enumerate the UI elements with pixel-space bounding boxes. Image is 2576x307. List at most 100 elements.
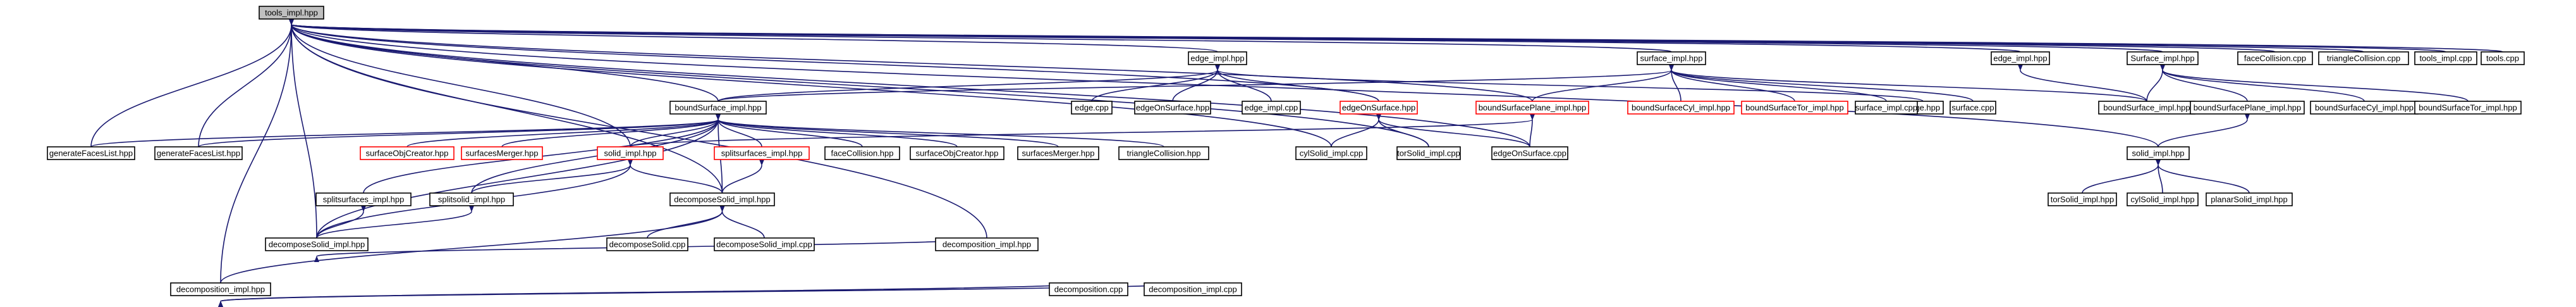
edge-n38-to-n44 — [316, 205, 367, 239]
graph-node[interactable]: edge.cpp — [1071, 101, 1113, 115]
edge-n0-to-n34 — [288, 18, 1332, 147]
graph-node[interactable]: edge_impl.hpp — [1991, 51, 2050, 65]
edge-n40-to-n48 — [220, 205, 725, 284]
node-box — [910, 146, 1004, 160]
graph-node[interactable]: boundSurfaceTor_impl.hpp — [2414, 101, 2522, 115]
edge-n0-to-n48 — [220, 18, 295, 284]
graph-node[interactable]: triangleCollision.hpp — [1118, 146, 1209, 160]
edge-n9-to-n31 — [715, 113, 958, 147]
node-box — [1741, 101, 1848, 115]
graph-node[interactable]: boundSurfaceCyl_impl.hpp — [1627, 101, 1735, 115]
root-node: tools_impl.hpp — [259, 6, 324, 20]
graph-node[interactable]: surface_impl.hpp — [1637, 51, 1706, 65]
graph-node[interactable]: triangleCollision.cpp — [2318, 51, 2409, 65]
node-box — [597, 146, 664, 160]
edge-n0-to-n3 — [288, 18, 2021, 53]
graph-node[interactable]: edgeOnSurface.hpp — [1134, 101, 1211, 115]
graph-node[interactable]: boundSurfacePlane_impl.hpp — [1475, 101, 1589, 115]
graph-node[interactable]: edgeOnSurface.cpp — [1491, 146, 1568, 160]
graph-node[interactable]: edgeOnSurface.hpp — [1340, 101, 1418, 115]
graph-node[interactable]: surfacesMerger.hpp — [1017, 146, 1099, 160]
graph-node[interactable]: decomposition.cpp — [1049, 282, 1128, 296]
node-label: boundSurface_impl.hpp — [675, 103, 761, 113]
node-box — [669, 192, 775, 206]
graph-node[interactable]: decomposeSolid.cpp — [606, 237, 688, 251]
graph-node[interactable]: surfaceObjCreator.hpp — [910, 146, 1004, 160]
node-box — [170, 282, 271, 296]
edge-n2-to-n17 — [1668, 64, 1795, 102]
node-box — [2048, 192, 2117, 206]
graph-node[interactable]: boundSurface_impl.hpp — [669, 101, 767, 115]
graph-node[interactable]: boundSurfacePlane_impl.hpp — [2190, 101, 2305, 115]
graph-node[interactable]: splitsolid_impl.hpp — [429, 192, 514, 206]
graph-node[interactable]: faceCollision.cpp — [2237, 51, 2313, 65]
edge-n4-to-n21 — [2159, 64, 2248, 102]
graph-node[interactable]: edge_impl.cpp — [1242, 101, 1301, 115]
edge-n9-to-n29 — [715, 113, 762, 147]
edge-n0-to-n36 — [288, 18, 1530, 147]
node-box — [935, 237, 1039, 251]
edge-n0-to-n1 — [288, 18, 1218, 53]
graph-node[interactable]: surfaceObjCreator.hpp — [360, 146, 455, 160]
edge-n0-to-n35 — [288, 18, 1429, 147]
node-label: edge_impl.hpp — [1190, 54, 1244, 63]
graph-node[interactable]: boundSurfaceCyl_impl.hpp — [2310, 101, 2419, 115]
graph-node[interactable]: surface_impl.cpp — [1855, 101, 1918, 115]
graph-node[interactable]: planarSolid_impl.hpp — [2206, 192, 2293, 206]
graph-node[interactable]: splitsurfaces_impl.hpp — [714, 146, 810, 160]
graph-node[interactable]: decomposition_impl.hpp — [935, 237, 1039, 251]
graph-node[interactable]: tools_impl.cpp — [2414, 51, 2477, 65]
edge-n40-to-n46 — [647, 205, 725, 239]
node-label: surface.cpp — [1951, 103, 1994, 113]
graph-node[interactable]: decomposition_impl.cpp — [1144, 282, 1242, 296]
node-label: decomposition_impl.hpp — [176, 285, 265, 294]
edge-n11-to-n28 — [630, 113, 1535, 147]
node-label: decomposeSolid_impl.cpp — [716, 240, 812, 249]
graph-node[interactable]: surfacesMerger.hpp — [461, 146, 543, 160]
graph-node[interactable]: generateFacesList.hpp — [47, 146, 135, 160]
edge-n37-to-n41 — [2082, 159, 2161, 194]
node-box — [360, 146, 455, 160]
graph-node[interactable]: torSolid_impl.cpp — [1396, 146, 1461, 160]
edge-n9-to-n26 — [406, 113, 721, 147]
edge-n0-to-n11 — [288, 18, 1533, 102]
edge-n9-to-n44 — [316, 113, 721, 239]
graph-node[interactable]: cylSolid_impl.cpp — [1295, 146, 1367, 160]
node-label: boundSurfaceTor_impl.hpp — [2419, 103, 2517, 113]
graph-node[interactable]: torSolid_impl.hpp — [2048, 192, 2117, 206]
node-box — [1950, 101, 1996, 115]
graph-node[interactable]: boundSurfaceTor_impl.hpp — [1741, 101, 1848, 115]
graph-node[interactable]: generateFacesList.hpp — [154, 146, 243, 160]
node-box — [154, 146, 243, 160]
graph-node[interactable]: surface.cpp — [1950, 101, 1996, 115]
graph-node[interactable]: boundSurface_impl.hpp — [2098, 101, 2195, 115]
graph-node[interactable]: decomposition_impl.hpp — [170, 282, 271, 296]
graph-node[interactable]: decomposeSolid_impl.hpp — [265, 237, 369, 251]
node-box — [315, 192, 412, 206]
edge-n28-to-n40 — [627, 159, 723, 194]
edge-n40-to-n47 — [719, 205, 765, 239]
graph-node[interactable]: solid_impl.hpp — [597, 146, 664, 160]
edge-n2-to-n16 — [1668, 64, 1682, 102]
edge-n10-to-n35 — [1376, 113, 1429, 147]
graph-node[interactable]: faceCollision.hpp — [824, 146, 900, 160]
graph-node[interactable]: solid_impl.hpp — [2127, 146, 2190, 160]
node-label: edgeOnSurface.hpp — [1342, 103, 1415, 113]
graph-node[interactable]: Surface_impl.hpp — [2127, 51, 2199, 65]
node-box — [2190, 101, 2305, 115]
node-box — [2127, 51, 2199, 65]
nodes-layer: tools_impl.hpp edge_impl.hpp surface_impl.… — [47, 6, 2525, 296]
graph-node[interactable]: tools.cpp — [2481, 51, 2525, 65]
graph-node[interactable]: edge_impl.hpp — [1188, 51, 1247, 65]
node-label: boundSurfaceTor_impl.hpp — [1745, 103, 1843, 113]
node-label: splitsolid_impl.hpp — [438, 195, 505, 204]
graph-node[interactable]: splitsurfaces_impl.hpp — [315, 192, 412, 206]
graph-node[interactable]: decomposeSolid_impl.cpp — [714, 237, 815, 251]
graph-node[interactable]: cylSolid_impl.hpp — [2127, 192, 2199, 206]
node-box — [429, 192, 514, 206]
node-box — [2414, 101, 2522, 115]
node-box — [1242, 101, 1301, 115]
edge-n37-to-n42 — [2155, 159, 2163, 194]
graph-node[interactable]: decomposeSolid_impl.hpp — [669, 192, 775, 206]
node-label: surface_impl.cpp — [1855, 103, 1917, 113]
